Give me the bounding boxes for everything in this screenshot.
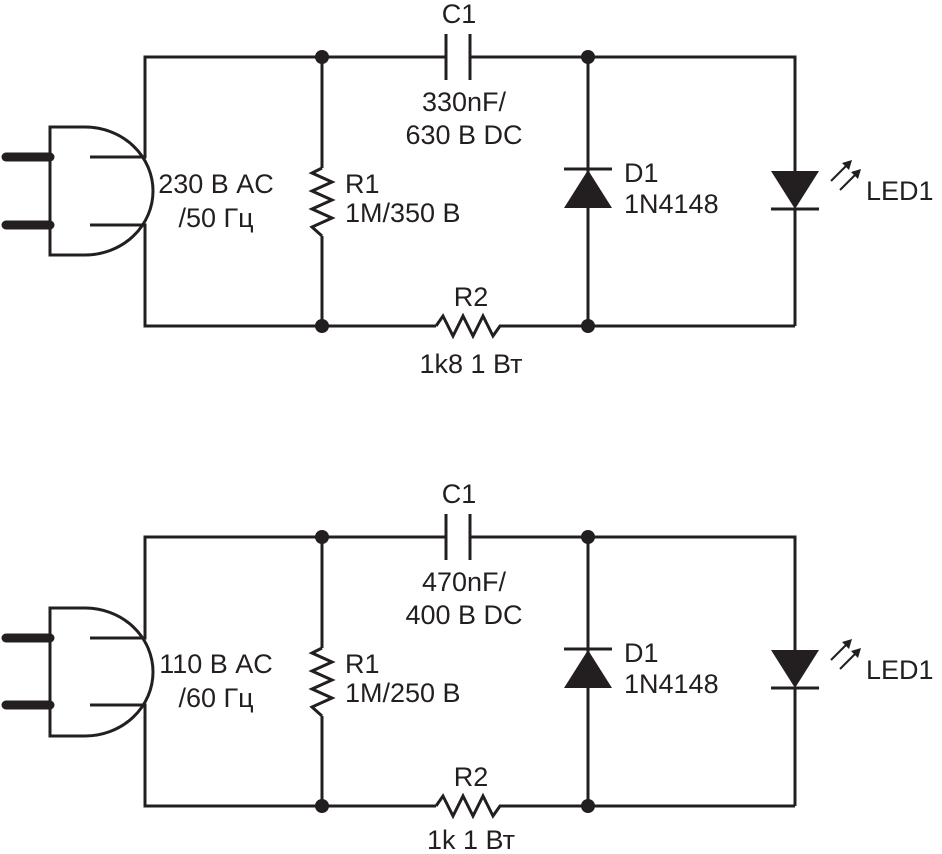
resistor-r2-symbol (434, 312, 506, 340)
circuit-1: C1 330nF/ 630 В DC 230 В AC /50 Гц R1 1M… (1, 0, 934, 379)
led1-label: LED1 (866, 176, 934, 206)
r2-value: 1k8 1 Вт (419, 349, 522, 379)
light-emission-arrows-icon (830, 639, 861, 670)
capacitor-c1-symbol (444, 34, 472, 80)
diode-d1-symbol (564, 647, 612, 688)
c1-value-line1: 470nF/ (422, 567, 507, 597)
junction-dots (315, 50, 595, 333)
mains-plug-icon (1, 606, 155, 738)
resistor-r1-symbol (308, 646, 336, 718)
wires (90, 55, 797, 328)
supply-voltage: 230 В AC (158, 169, 274, 199)
led1-symbol (771, 639, 861, 690)
led1-symbol (771, 160, 861, 211)
led1-label: LED1 (866, 655, 934, 685)
r2-value: 1k 1 Вт (427, 825, 515, 854)
c1-label: C1 (442, 479, 477, 509)
supply-voltage: 110 В AC (159, 649, 273, 679)
circuit-2: C1 470nF/ 400 В DC 110 В AC /60 Гц R1 1M… (1, 479, 934, 854)
junction-dots (315, 530, 595, 813)
wires (90, 535, 797, 808)
light-emission-arrows-icon (830, 160, 861, 191)
supply-frequency: /60 Гц (178, 683, 253, 713)
diode-d1-symbol (564, 167, 612, 208)
r2-label: R2 (454, 282, 489, 312)
d1-label: D1 (624, 638, 659, 668)
supply-frequency: /50 Гц (178, 203, 253, 233)
c1-value-line1: 330nF/ (422, 87, 507, 117)
resistor-r1-symbol (308, 166, 336, 238)
c1-value-line2: 400 В DC (405, 600, 522, 630)
resistor-r2-symbol (434, 792, 506, 820)
c1-label: C1 (442, 0, 477, 29)
r1-value: 1M/250 В (345, 678, 461, 708)
d1-label: D1 (624, 158, 659, 188)
capacitor-c1-symbol (444, 514, 472, 560)
r1-label: R1 (345, 649, 380, 679)
r1-value: 1M/350 В (345, 198, 461, 228)
r2-label: R2 (454, 762, 489, 792)
r1-label: R1 (345, 169, 380, 199)
d1-part: 1N4148 (624, 189, 719, 219)
d1-part: 1N4148 (624, 669, 719, 699)
c1-value-line2: 630 В DC (405, 120, 522, 150)
mains-plug-icon (1, 125, 155, 257)
